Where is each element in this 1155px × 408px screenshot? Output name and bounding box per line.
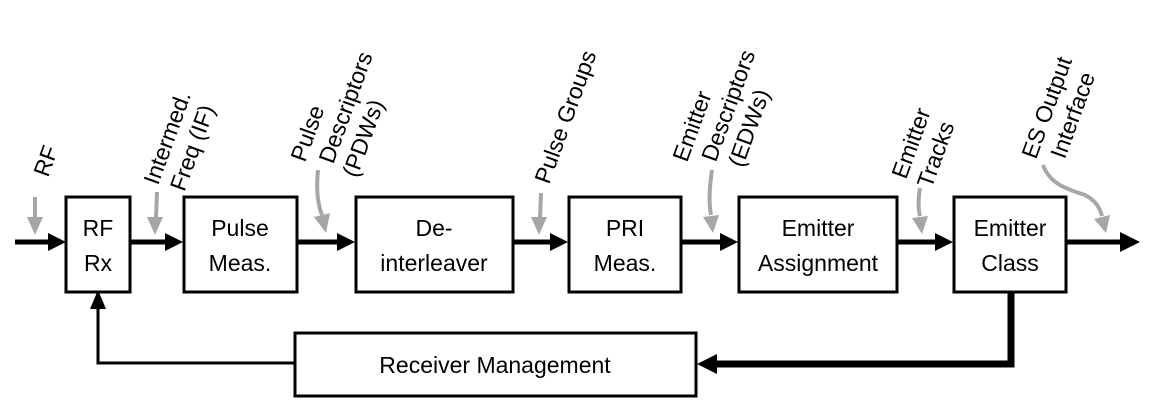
arrow-rfrx-to-pulsemeas — [130, 233, 183, 251]
output-arrow — [1066, 232, 1140, 252]
pointer-es-output — [1041, 164, 1110, 233]
block-emitter-assignment-line2: Assignment — [758, 250, 879, 276]
feedback-loop — [90, 290, 1015, 374]
pointer-pulse-groups — [531, 192, 547, 235]
block-pulse-meas-line2: Meas. — [209, 250, 272, 276]
block-pri-meas-line1: PRI — [606, 215, 644, 241]
label-tracks: Emitter Tracks — [886, 104, 959, 191]
block-deinterleaver-line1: De- — [415, 215, 452, 241]
label-rf: RF — [28, 142, 63, 180]
block-pri-meas-line2: Meas. — [594, 250, 657, 276]
label-es-output: ES Output Interface — [1016, 53, 1100, 162]
block-pulse-meas: Pulse Meas. — [182, 195, 299, 294]
block-emitter-assignment-line1: Emitter — [782, 215, 855, 241]
block-pri-meas: PRI Meas. — [567, 195, 683, 294]
pointer-if — [147, 191, 163, 235]
block-deinterleaver-line2: interleaver — [380, 250, 488, 276]
input-arrow — [15, 233, 66, 251]
signal-labels: RF Intermed. Freq (IF) Pulse Descriptors… — [28, 46, 1100, 195]
main-signal-path — [15, 232, 1140, 252]
block-pulse-meas-line1: Pulse — [211, 215, 269, 241]
label-edw: Emitter Descriptors (EDWs) — [667, 46, 774, 170]
label-if: Intermed. Freq (IF) — [138, 88, 219, 195]
arrow-pulsemeas-to-deinterleaver — [297, 233, 355, 251]
block-rf-rx: RF Rx — [64, 195, 132, 294]
arrow-deinterleaver-to-primeas — [513, 233, 568, 251]
feedback-line-to-rfrx — [96, 308, 294, 365]
feedback-arrowhead-rfrx — [90, 290, 106, 309]
pointer-pdw — [314, 169, 330, 233]
feedback-line-to-receiver-management — [715, 292, 1015, 368]
arrow-primeas-to-emitterassignment — [681, 233, 738, 251]
pointer-edw — [703, 169, 719, 233]
label-pulse-groups-line1: Pulse Groups — [529, 47, 601, 187]
pointer-rf — [27, 197, 43, 235]
label-pulse-groups: Pulse Groups — [529, 47, 601, 187]
block-emitter-class-line2: Class — [981, 250, 1039, 276]
block-rf-rx-line1: RF — [83, 215, 114, 241]
label-rf-line1: RF — [28, 142, 63, 180]
block-receiver-management-label: Receiver Management — [379, 352, 611, 378]
pointer-tracks — [912, 187, 928, 234]
block-emitter-assignment: Emitter Assignment — [737, 195, 899, 294]
feedback-arrowhead-receiver-management — [697, 354, 717, 374]
block-receiver-management: Receiver Management — [293, 331, 698, 398]
block-emitter-class: Emitter Class — [952, 195, 1068, 294]
block-deinterleaver: De- interleaver — [354, 195, 515, 294]
arrow-emitterassignment-to-emitterclass — [897, 233, 953, 251]
block-emitter-class-line1: Emitter — [974, 215, 1047, 241]
label-pdw: Pulse Descriptors (PDWs) — [285, 48, 389, 180]
signal-pointers — [27, 164, 1110, 235]
block-rf-rx-line2: Rx — [84, 250, 113, 276]
